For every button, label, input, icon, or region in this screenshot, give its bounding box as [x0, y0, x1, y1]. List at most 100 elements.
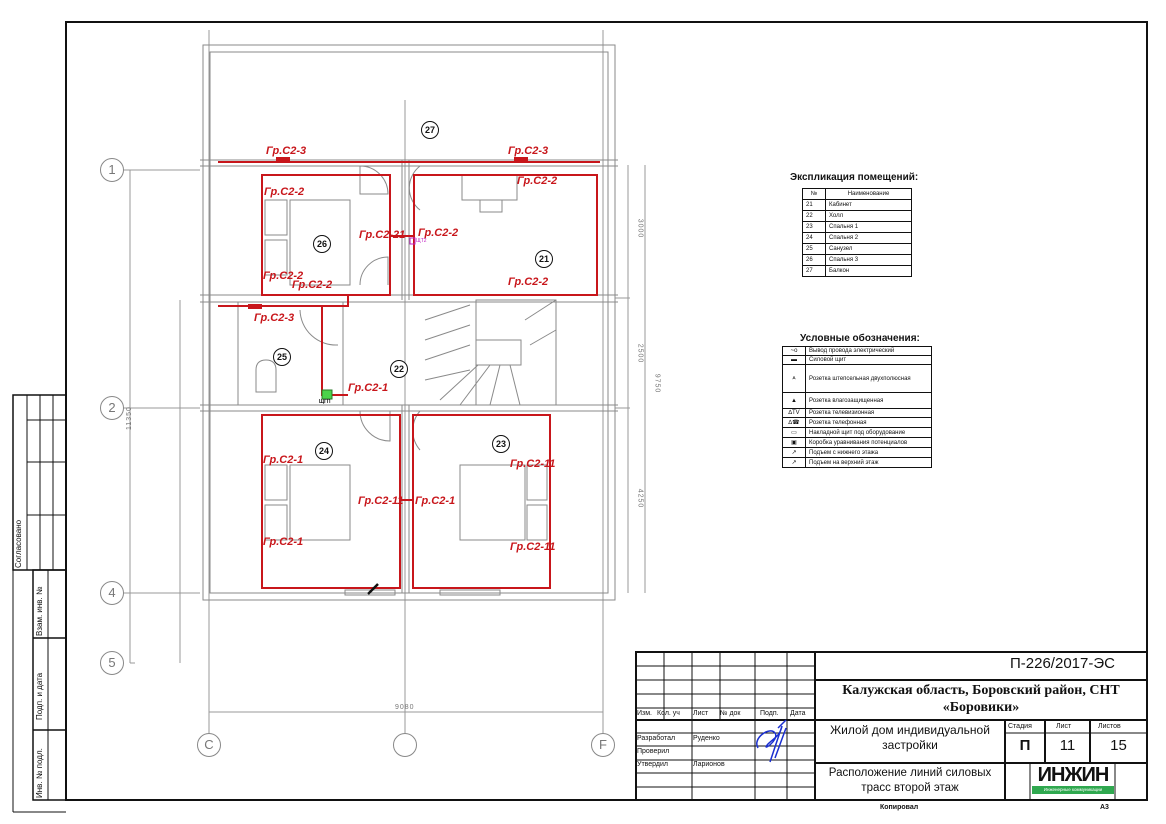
circuit-label: Гр.С2-1	[263, 454, 304, 466]
circuit-label: Гр.С2-3	[266, 145, 307, 157]
axis-marker: C	[197, 733, 221, 757]
room-number: 25	[273, 348, 291, 366]
circuit-label: Гр.С2-2	[292, 279, 333, 291]
legend-item: ▬Силовой щит	[782, 355, 932, 365]
stage-label: Стадия	[1008, 723, 1032, 730]
dimension: 11350	[126, 406, 133, 430]
circuit-label: Гр.С2-3	[508, 145, 549, 157]
room-number: 27	[421, 121, 439, 139]
signature-icon	[756, 719, 787, 763]
circuit-label: Гр.С2-11	[358, 495, 404, 507]
circuit-label: Гр.С2-2	[263, 270, 304, 282]
sheet-value: 11	[1059, 737, 1076, 754]
room-number: 26	[313, 235, 331, 253]
role-checker: Проверил	[637, 748, 670, 755]
dimension: 2500	[636, 343, 644, 364]
circuit-label: Гр.С2-21	[359, 229, 406, 241]
socket-tv-icon: ∆TV	[782, 408, 806, 418]
circuit-label: Гр.С2-2	[418, 227, 459, 239]
tv-panel-label: ЩТ2	[416, 238, 427, 244]
axis-marker	[393, 733, 417, 757]
hdr-kol: Кол. уч	[657, 710, 680, 717]
power-panel-marker	[321, 389, 333, 400]
logo-text: ИНЖИН	[1037, 764, 1110, 786]
col-header: №	[802, 188, 826, 200]
hdr-date: Дата	[790, 710, 806, 717]
room-number: 24	[315, 442, 333, 460]
legend-title: Условные обозначения:	[800, 333, 920, 344]
hdr-list: Лист	[693, 710, 709, 717]
circuit-label: Гр.С2-1	[348, 382, 389, 394]
document-code: П-226/2017-ЭС	[1010, 655, 1115, 672]
sheets-label: Листов	[1098, 723, 1121, 730]
explication-title: Экспликация помещений:	[790, 172, 919, 183]
socket-double-icon: ⩓	[782, 364, 806, 393]
stamp-replace-inv: Взам. инв. №	[35, 586, 44, 636]
legend-item: ∆☎Розетка телефонная	[782, 417, 932, 428]
name-approver: Ларионов	[693, 761, 725, 768]
axis-marker: 5	[100, 651, 124, 675]
room-number: 23	[492, 435, 510, 453]
dimension: 3000	[636, 218, 644, 239]
project-address: Калужская область, Боровский район, СНТ …	[842, 683, 1120, 715]
surface-panel-icon: ▭	[782, 427, 806, 438]
wire-outlet-icon: ~o	[782, 346, 806, 356]
copied-label: Копировал	[880, 804, 919, 811]
legend-item: ▣Коробка уравнивания потенциалов	[782, 437, 932, 448]
sheet-title: Расположение линий силовых трасс второй …	[828, 767, 992, 794]
company-logo: ИНЖИН Инженерные коммуникации	[1032, 764, 1114, 794]
riser-from-below-icon: ↗	[782, 447, 806, 458]
paper-format: А3	[1100, 804, 1109, 811]
axis-marker: 1	[100, 158, 124, 182]
dimension: 9080	[395, 704, 415, 711]
room-number: 21	[535, 250, 553, 268]
hdr-izm: Изм.	[637, 710, 652, 717]
power-panel-label: ЩГП	[319, 399, 331, 405]
circuit-label: Гр.С2-11	[510, 458, 556, 470]
legend-item: ↗Подъем на верхний этаж	[782, 457, 932, 468]
legend-item: ▭Накладной щит под оборудование	[782, 427, 932, 438]
riser-to-above-icon: ↗	[782, 457, 806, 468]
object-name: Жилой дом индивидуальной застройки	[830, 723, 990, 752]
role-approver: Утвердил	[637, 761, 668, 768]
sheets-value: 15	[1110, 737, 1127, 754]
hdr-doc: № док	[720, 710, 741, 717]
name-developer: Руденко	[693, 735, 720, 742]
role-developer: Разработал	[637, 735, 676, 742]
stamp-sign-date: Подп. и дата	[35, 672, 44, 720]
legend-item: ▲Розетка влагозащищенная	[782, 392, 932, 409]
axis-marker: 4	[100, 581, 124, 605]
circuit-label: Гр.С2-11	[510, 541, 556, 553]
stage-value: П	[1019, 737, 1031, 754]
dimension: 4250	[636, 488, 644, 509]
legend-item: ↗Подъем с нижнего этажа	[782, 447, 932, 458]
room-number: 22	[390, 360, 408, 378]
power-panel-icon: ▬	[782, 355, 806, 365]
legend-item: ⩓Розетка штепсельная двухполюсная	[782, 364, 932, 393]
equipotential-box-icon: ▣	[782, 437, 806, 448]
circuit-label: Гр.С2-1	[263, 536, 304, 548]
hdr-sign: Подп.	[760, 710, 779, 717]
stamp-agreed: Согласовано	[14, 519, 23, 568]
axis-marker: 2	[100, 396, 124, 420]
circuit-label: Гр.С2-3	[254, 312, 295, 324]
socket-phone-icon: ∆☎	[782, 417, 806, 428]
socket-waterproof-icon: ▲	[782, 392, 806, 409]
circuit-label: Гр.С2-2	[264, 186, 305, 198]
logo-subtitle: Инженерные коммуникации	[1032, 786, 1114, 794]
dimension: 9750	[653, 373, 661, 394]
circuit-label: Гр.С2-2	[517, 175, 558, 187]
col-header: Наименование	[825, 188, 912, 200]
circuit-label: Гр.С2-2	[508, 276, 549, 288]
axis-marker: F	[591, 733, 615, 757]
